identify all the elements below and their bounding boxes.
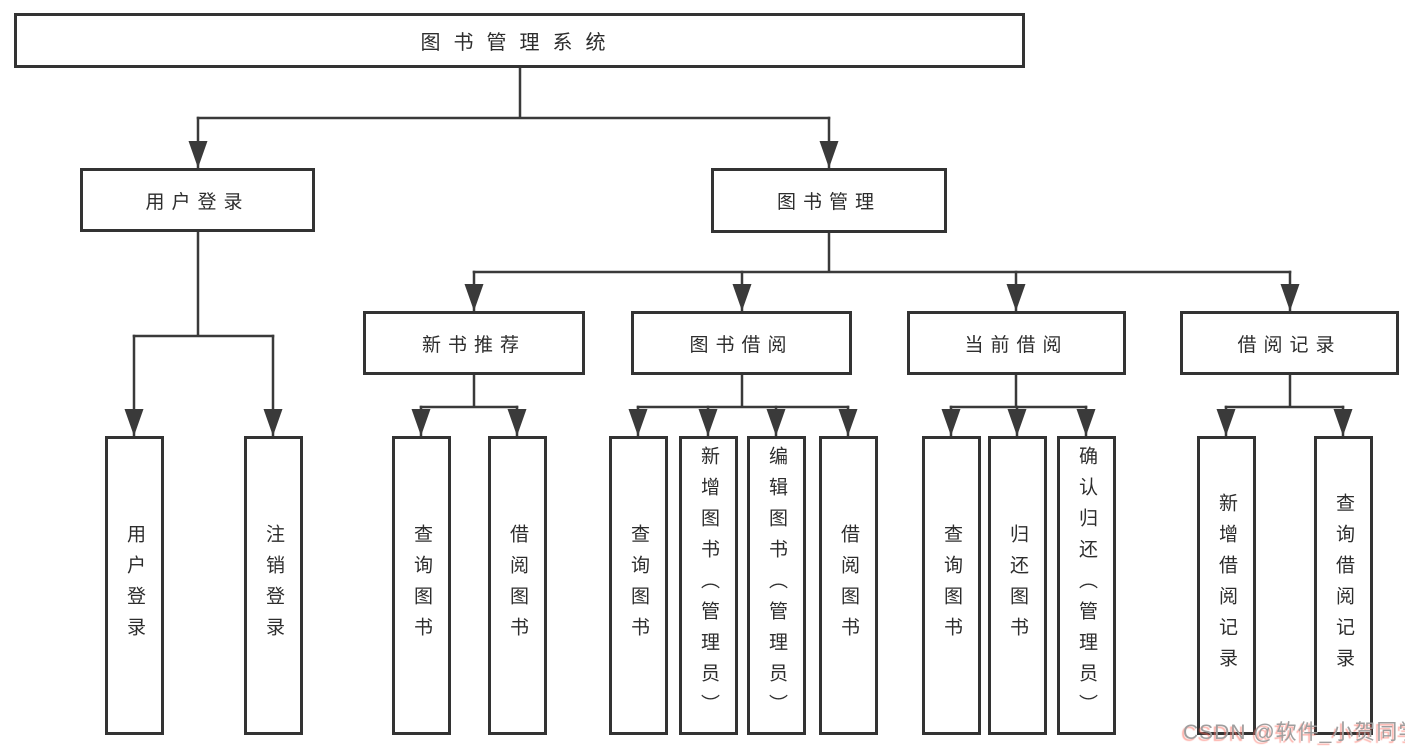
leaf-nb-borrow-books: 借阅图书 xyxy=(488,436,547,735)
leaf-logout: 注销登录 xyxy=(244,436,303,735)
node-borrow-records: 借阅记录 xyxy=(1180,311,1399,375)
leaf-bb-add-books-admin: 新增图书（管理员） xyxy=(679,436,738,735)
node-book-borrow: 图书借阅 xyxy=(631,311,852,375)
leaf-br-add-record: 新增借阅记录 xyxy=(1197,436,1256,735)
leaf-cb-query-books: 查询图书 xyxy=(922,436,981,735)
node-book-management: 图书管理 xyxy=(711,168,947,233)
leaf-bb-query-books: 查询图书 xyxy=(609,436,668,735)
leaf-br-query-record: 查询借阅记录 xyxy=(1314,436,1373,735)
node-root: 图书管理系统 xyxy=(14,13,1025,68)
leaf-nb-query-books: 查询图书 xyxy=(392,436,451,735)
leaf-bb-borrow-books: 借阅图书 xyxy=(819,436,878,735)
node-user-login: 用户登录 xyxy=(80,168,315,232)
node-new-book-recommend: 新书推荐 xyxy=(363,311,585,375)
leaf-user-login: 用户登录 xyxy=(105,436,164,735)
csdn-watermark: CSDN @软件_小贺同学 xyxy=(1183,721,1405,744)
leaf-cb-confirm-return-admin: 确认归还（管理员） xyxy=(1057,436,1116,735)
node-current-borrow: 当前借阅 xyxy=(907,311,1126,375)
leaf-cb-return-books: 归还图书 xyxy=(988,436,1047,735)
leaf-bb-edit-books-admin: 编辑图书（管理员） xyxy=(747,436,806,735)
